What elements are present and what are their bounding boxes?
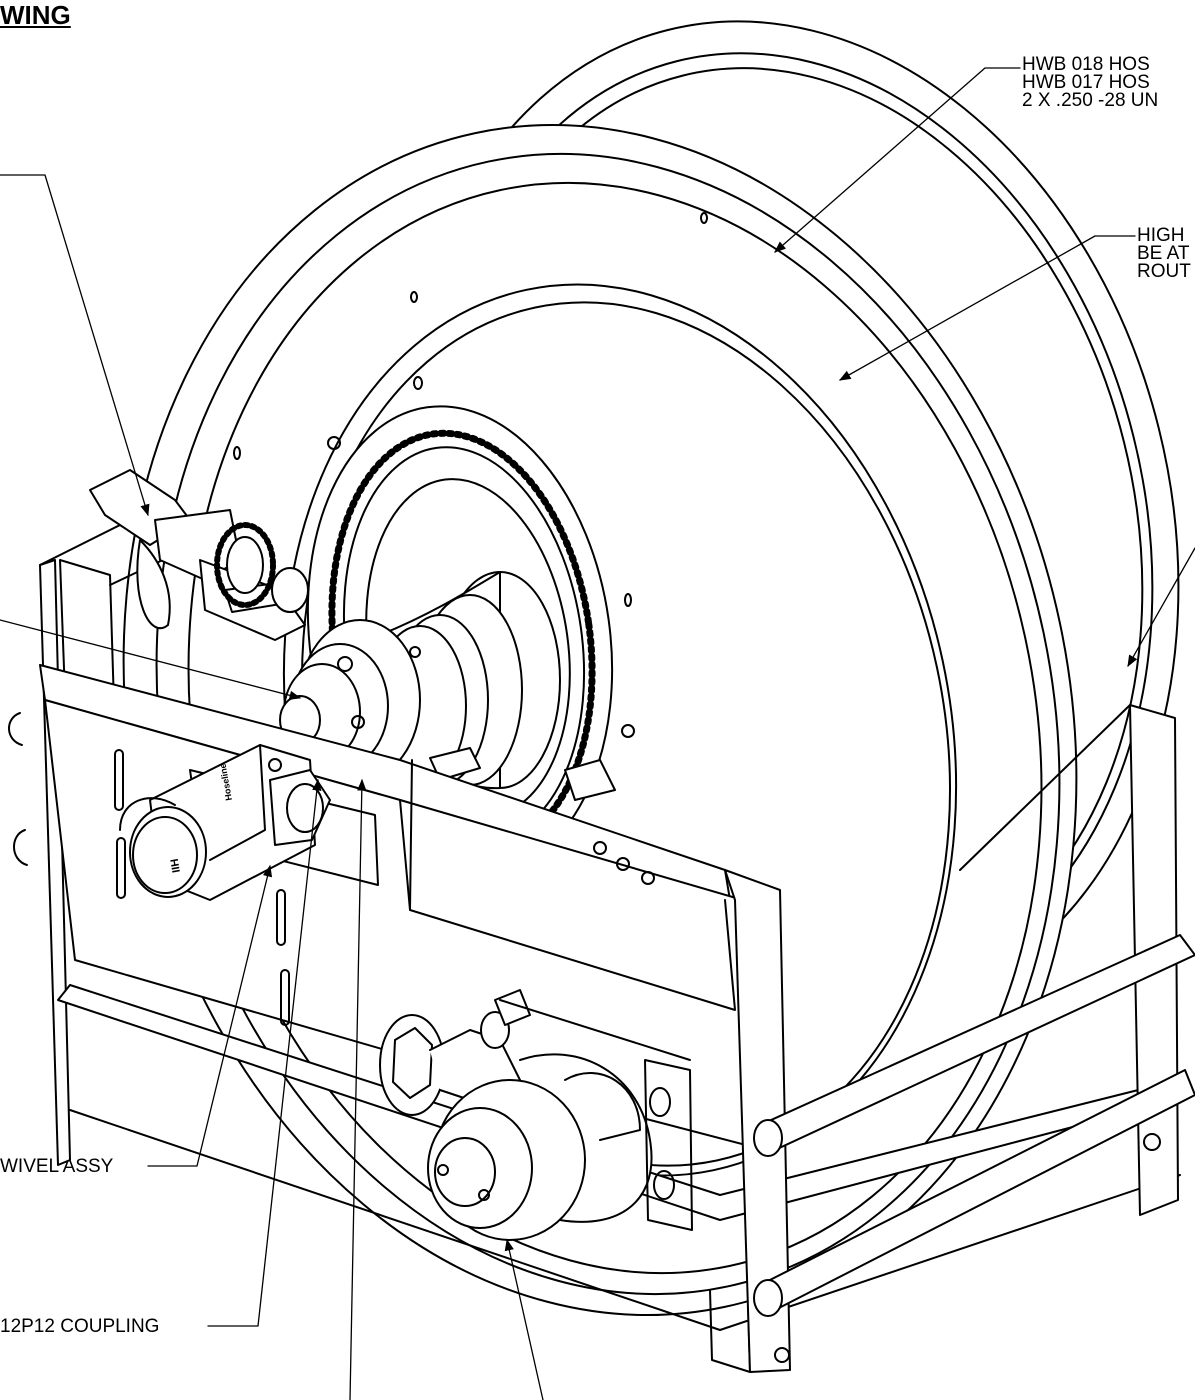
callout-hose-guide-line-3: 2 X .250 -28 UN [1022, 90, 1159, 111]
brake-arm-assembly [90, 470, 308, 640]
crank-drive-assembly [380, 990, 692, 1240]
callout-hose-guide-line-1: HWB 018 HOS [1022, 54, 1150, 75]
leader-crank [504, 1238, 543, 1400]
swivel-hub [280, 572, 560, 788]
leader-coupling [208, 778, 322, 1326]
bearing-block-lower [565, 760, 615, 800]
swivel-stamp-body: IIH [169, 858, 183, 874]
callout-high-line-3: ROUT [1137, 261, 1191, 282]
leader-swivel [148, 864, 273, 1166]
leader-lines [0, 68, 1195, 1400]
leader-pinion [0, 620, 302, 700]
leader-hose-guide [774, 68, 1020, 253]
drawing-title: WING [0, 0, 71, 30]
callout-high-line-2: BE AT [1137, 243, 1190, 264]
leader-high [838, 236, 1135, 380]
leader-flange [1128, 548, 1195, 668]
reel-frame [9, 520, 1195, 1372]
leader-brake [0, 175, 150, 517]
callout-coupling: 12P12 COUPLING [0, 1316, 160, 1337]
callout-high-line-1: HIGH [1137, 225, 1185, 246]
swivel-assembly [120, 745, 330, 900]
leader-hub [350, 778, 367, 1400]
callout-hose-guide-line-2: HWB 017 HOS [1022, 72, 1150, 93]
callout-swivel-assy: WIVEL ASSY [0, 1156, 114, 1177]
